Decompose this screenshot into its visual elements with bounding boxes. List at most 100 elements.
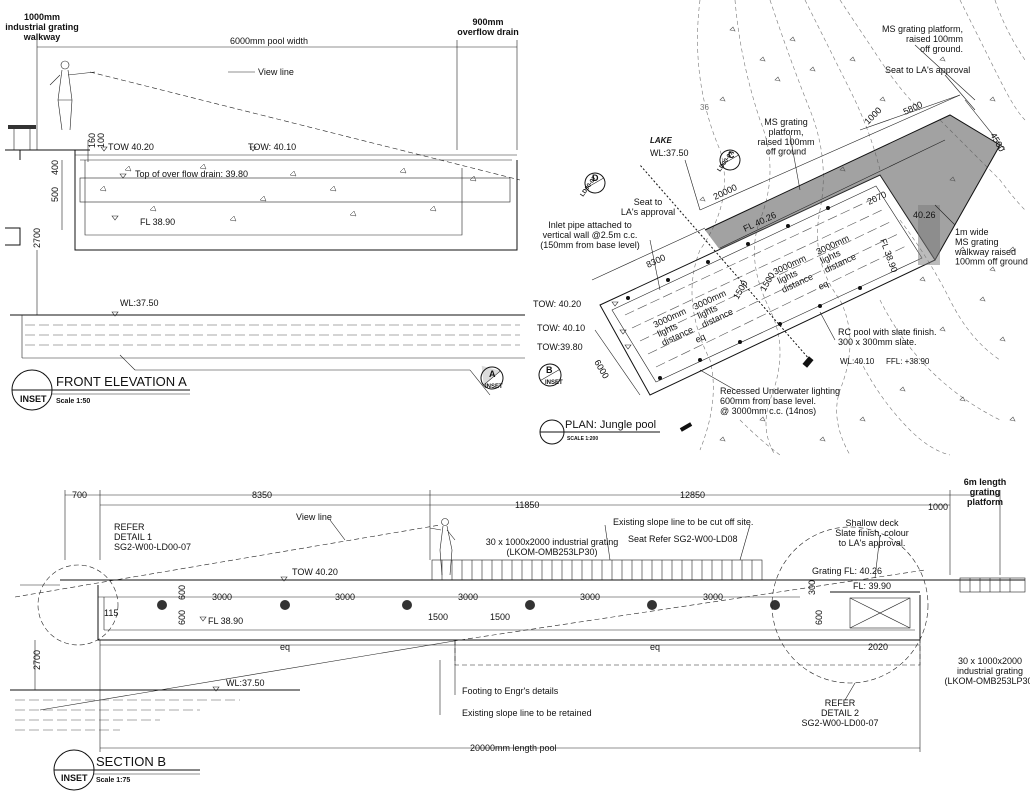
sec-slope-cut: Existing slope line to be cut off site. <box>613 517 753 527</box>
sec-d-300: 300 <box>807 580 817 595</box>
fe-wl: WL:37.50 <box>120 298 159 308</box>
sec-d-3000-5: 3000 <box>703 592 723 602</box>
fe-view-line-label: View line <box>258 67 294 77</box>
fe-fl: FL 38.90 <box>140 217 175 227</box>
plan-scale: SCALE 1:200 <box>567 436 598 442</box>
fe-inset: INSET <box>20 394 47 404</box>
plan-vegetation <box>699 26 1016 442</box>
sec-slope-retain: Existing slope line to be retained <box>462 708 592 718</box>
front-elevation <box>5 40 525 396</box>
marker-a-sub: INSET <box>485 384 503 390</box>
marker-d-sub: LD00-07 <box>580 175 599 198</box>
sec-grating-spec: 30 x 1000x2000 industrial grating(LKOM-O… <box>486 537 619 557</box>
sec-d-1500-2: 1500 <box>490 612 510 622</box>
sec-d-3000-2: 3000 <box>335 592 355 602</box>
plan-eq-2: eq <box>817 279 830 292</box>
sec-d-12850: 12850 <box>680 490 705 500</box>
plan-lake-wl: WL:37.50 <box>650 148 689 158</box>
fe-tow-left: TOW 40.20 <box>108 142 154 152</box>
sec-d-600a: 600 <box>177 585 187 600</box>
sec-inset: INSET <box>61 773 88 783</box>
plan-lvl-4026: 40.26 <box>913 210 936 220</box>
sec-view-line: View line <box>296 512 332 522</box>
marker-d-label: D <box>592 173 599 183</box>
fe-dim-400: 400 <box>50 160 60 175</box>
plan-wl-fl: WL:40.10 <box>840 357 875 366</box>
plan-title: PLAN: Jungle pool <box>565 419 656 431</box>
plan-ffl: FFL: +38.90 <box>886 357 930 366</box>
plan-eq-1: eq <box>694 332 707 345</box>
plan-d-2070: 2070 <box>866 189 888 207</box>
sec-d-115: 115 <box>104 608 118 618</box>
plan-rc-pool: RC pool with slate finish.300 x 300mm sl… <box>838 327 937 347</box>
plan-tow-1: TOW: 40.20 <box>533 299 581 309</box>
sec-d-600c: 600 <box>814 610 824 625</box>
plan-d-8300: 8300 <box>645 252 667 270</box>
sec-fl-3990: FL: 39.90 <box>853 581 891 591</box>
plan-lights-1: 3000mmlightsdistance <box>652 306 696 348</box>
marker-c-label: C <box>728 150 735 160</box>
sec-title: SECTION B <box>96 754 166 769</box>
plan-lights-4: 3000mmlightsdistance <box>815 233 859 275</box>
sec-footing: Footing to Engr's details <box>462 686 559 696</box>
sec-scale: Scale 1:75 <box>96 777 130 784</box>
sec-pool-length: 20000mm length pool <box>470 743 557 753</box>
fe-dim-100: 100 <box>96 133 106 148</box>
sec-title-block <box>53 749 200 791</box>
plan-title-block <box>539 419 660 445</box>
marker-b-label: B <box>546 365 553 375</box>
sec-d-3000-4: 3000 <box>580 592 600 602</box>
sec-d-3000-3: 3000 <box>458 592 478 602</box>
plan-fl-3890: FL 38.90 <box>878 237 899 274</box>
fe-tow-right: TOW: 40.10 <box>248 142 296 152</box>
section-marker-d <box>584 172 606 194</box>
section-marker-b <box>538 363 562 387</box>
fe-drain-top: Top of over flow drain: 39.80 <box>135 169 248 179</box>
plan-lights-2: 3000mmlightsdistance <box>692 288 736 330</box>
fe-dim-2700: 2700 <box>32 228 42 248</box>
section-marker-c <box>719 149 741 171</box>
sec-d-1500-1: 1500 <box>428 612 448 622</box>
sec-d-8350: 8350 <box>252 490 272 500</box>
sec-d-11850: 11850 <box>515 500 539 510</box>
sec-d-2020: 2020 <box>868 642 888 652</box>
fe-pool-width: 6000mm pool width <box>230 36 308 46</box>
sec-d-700: 700 <box>72 490 87 500</box>
plan-tow-2: TOW: 40.10 <box>537 323 585 333</box>
plan-contour-label: 36 <box>700 103 709 112</box>
fe-title-block <box>11 369 190 411</box>
sec-eq-1: eq <box>280 642 290 652</box>
person-figure-icon <box>429 518 456 576</box>
sec-d-3000-1: 3000 <box>212 592 232 602</box>
sec-tow: TOW 40.20 <box>292 567 338 577</box>
sec-fl: FL 38.90 <box>208 616 243 626</box>
plan-d-1000: 1000 <box>862 105 883 126</box>
plan-pool <box>591 44 1006 432</box>
plan-lake: LAKE <box>650 136 672 145</box>
sec-seat-refer: Seat Refer SG2-W00-LD08 <box>628 534 738 544</box>
sec-eq-2: eq <box>650 642 660 652</box>
sec-wl: WL:37.50 <box>226 678 265 688</box>
plan-contours <box>691 0 1026 456</box>
marker-a-label: A <box>489 369 496 379</box>
section-marker-a <box>480 365 504 390</box>
sec-d-2700: 2700 <box>32 650 42 670</box>
fe-dim-160: 160 <box>87 133 97 148</box>
sec-d-600b: 600 <box>177 610 187 625</box>
marker-b-sub: INSET <box>545 380 563 386</box>
section-b <box>10 490 1026 752</box>
